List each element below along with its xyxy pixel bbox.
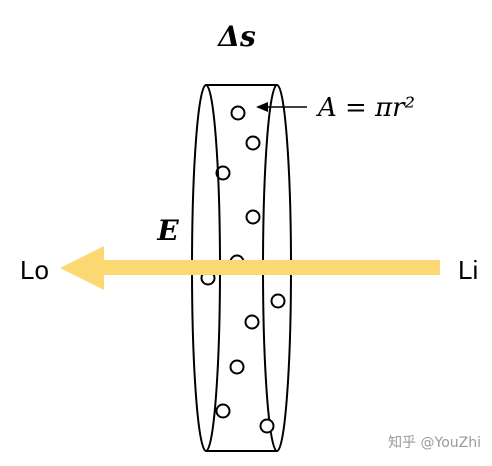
field-label: E: [156, 214, 179, 247]
area-pointer-head: [256, 102, 268, 112]
charge-dot: [215, 165, 231, 181]
area-equation-label: A = πr²: [316, 93, 415, 123]
charge-dot: [259, 418, 275, 434]
charge-dots: [200, 105, 286, 434]
arrow-head: [60, 246, 104, 290]
arrow-shaft: [96, 260, 440, 275]
charge-dot: [230, 105, 246, 121]
watermark: 知乎 @YouZhi: [388, 434, 481, 451]
delta-s-label: Δs: [216, 20, 256, 53]
charge-dot: [270, 293, 286, 309]
current-arrow: [60, 246, 440, 290]
right-end-label: Li: [458, 255, 478, 285]
charge-dot: [215, 403, 231, 419]
charge-dot: [245, 135, 261, 151]
charge-dot: [229, 359, 245, 375]
charge-dot: [245, 209, 261, 225]
charge-dot: [244, 314, 260, 330]
left-end-label: Lo: [20, 255, 49, 285]
